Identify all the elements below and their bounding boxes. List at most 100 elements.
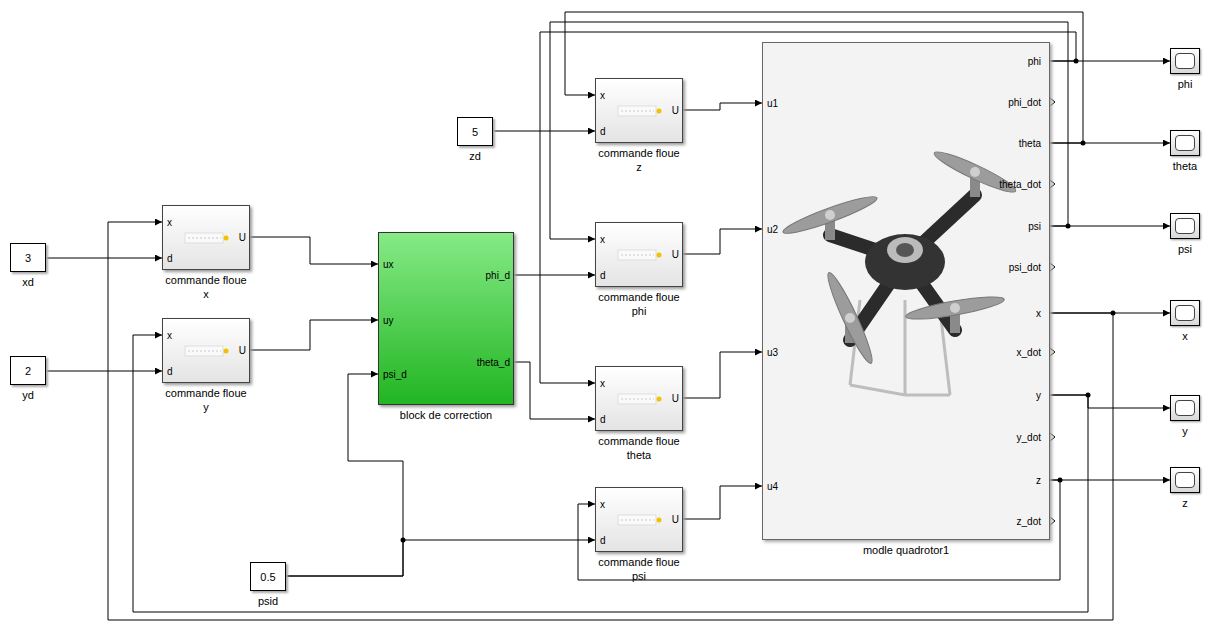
constant-block: 0.5psid [250,562,286,591]
port-label: x_dot [1017,346,1041,360]
signal-line [250,320,378,350]
fuzzy-controller-block: xdUcommande floue x [162,205,250,270]
fuzzy-icon [617,249,663,261]
fuzzy-icon [617,393,663,405]
scope-screen [1175,472,1195,488]
port-label: x [167,216,172,230]
port-label: d [600,534,606,548]
signal-line [46,258,162,259]
signal-line [1050,480,1170,481]
fuzzy-controller-block: xdUcommande floue theta [595,366,683,431]
port-label: x [600,233,605,247]
signal-line [683,352,762,398]
port-label: ux [383,258,394,272]
block-name: commande floue y [163,386,249,414]
port-label: psi_dot [1009,261,1041,275]
port-label: d [600,125,606,139]
fuzzy-icon [184,345,230,357]
signal-line [108,222,1113,620]
signal-line [286,540,595,576]
port-label: x [600,377,605,391]
fuzzy-icon [617,105,663,117]
constant-block: 3xd [10,243,46,272]
signal-line [514,362,595,419]
signal-line [46,371,162,372]
port-label: uy [383,314,394,328]
port-label: z [1036,474,1041,488]
signal-line [540,32,1076,383]
block-name: modle quadrotor1 [836,543,976,557]
block-name: theta [1160,159,1210,173]
scope-block: y [1170,395,1200,421]
block-name: xd [8,275,48,289]
port-label: d [600,269,606,283]
port-label: psi [1028,220,1041,234]
port-label: d [600,413,606,427]
port-label: x [1036,307,1041,321]
scope-screen [1175,135,1195,151]
port-label: x [167,329,172,343]
scope-block: psi [1170,213,1200,239]
signal-line [550,22,1068,239]
port-label: u1 [767,97,778,111]
signal-line [250,237,378,264]
port-label: z_dot [1017,515,1041,529]
fuzzy-controller-block: xdUcommande floue z [595,78,683,143]
quadrotor-illustration [781,147,1019,395]
port-label: d [167,365,173,379]
fuzzy-controller-block: xdUcommande floue psi [595,487,683,552]
scope-screen [1175,218,1195,234]
port-label: phi_d [486,269,510,283]
port-label: y_dot [1017,431,1041,445]
scope-screen [1175,305,1195,321]
port-label: U [672,513,679,527]
scope-block: z [1170,467,1200,493]
block-name: yd [8,388,48,402]
block-name: commande floue theta [596,434,682,462]
port-label: U [239,344,246,358]
scope-screen [1175,53,1195,69]
block-name: z [1160,496,1210,510]
fuzzy-icon [184,232,230,244]
port-label: U [672,392,679,406]
fuzzy-controller-block: xdUcommande floue y [162,318,250,383]
fuzzy-icon [617,514,663,526]
port-label: phi_dot [1008,96,1041,110]
scope-block: theta [1170,130,1200,156]
port-label: psi_d [383,368,407,382]
block-name: commande floue x [163,273,249,301]
block-name: psid [248,594,288,608]
port-label: u2 [767,223,778,237]
correction-block: uxuypsi_dphi_dtheta_dblock de correction [378,232,514,405]
port-label: theta [1019,137,1041,151]
constant-block: 2yd [10,356,46,385]
block-name: commande floue z [596,146,682,174]
quadrotor-model-block: u1u2u3u4phiphi_dotthetatheta_dotpsipsi_d… [762,42,1050,540]
signal-line [1050,395,1170,408]
constant-block: 5zd [457,117,493,146]
port-label: d [167,252,173,266]
port-label: U [239,231,246,245]
block-name: x [1160,329,1210,343]
signal-line [514,275,595,276]
signal-line [683,229,762,254]
port-label: u4 [767,480,778,494]
output-port-chevron [1050,98,1055,525]
signal-line [683,486,762,519]
constant-value: 2 [25,364,31,378]
block-name: commande floue phi [596,290,682,318]
block-name: psi [1160,242,1210,256]
port-label: x [600,89,605,103]
fuzzy-controller-block: xdUcommande floue phi [595,222,683,287]
signal-line [133,335,1088,612]
scope-screen [1175,400,1195,416]
port-label: U [672,104,679,118]
port-label: U [672,248,679,262]
block-name: phi [1160,77,1210,91]
block-name: commande floue psi [596,555,682,583]
constant-value: 5 [472,125,478,139]
scope-block: x [1170,300,1200,326]
block-name: y [1160,424,1210,438]
signal-line [493,131,595,132]
constant-value: 3 [25,251,31,265]
